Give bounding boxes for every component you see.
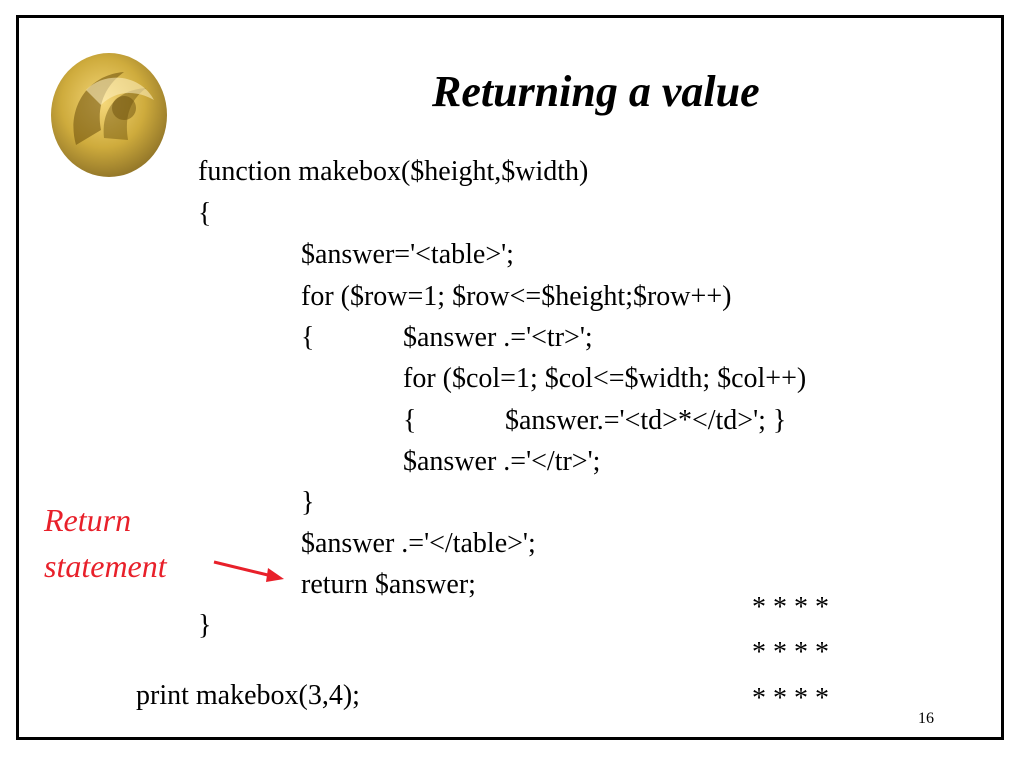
code-line: $answer.='<td>*</td>'; }	[505, 405, 787, 436]
code-line: }	[198, 610, 212, 641]
code-line: for ($col=1; $col<=$width; $col++)	[403, 363, 807, 394]
callout-text: Return	[44, 502, 132, 538]
red-arrow-right-icon	[213, 560, 284, 582]
code-line: {	[403, 405, 417, 436]
code-line: $answer .='</table>';	[301, 528, 536, 559]
code-call-line: print makebox(3,4);	[136, 680, 360, 711]
slide-title: Returning a value	[432, 67, 760, 116]
slide-frame	[16, 15, 1004, 740]
code-line: {	[198, 198, 212, 229]
output-row: * * * *	[752, 592, 829, 623]
code-line: for ($row=1; $row<=$height;$row++)	[301, 281, 732, 312]
output-row: * * * *	[752, 683, 829, 714]
code-line: return $answer;	[301, 569, 476, 600]
code-line: $answer .='<tr>';	[403, 322, 593, 353]
code-line: }	[301, 487, 315, 518]
code-line: $answer='<table>';	[301, 239, 514, 270]
code-line: function makebox($height,$width)	[198, 156, 589, 187]
pegasus-logo-icon	[51, 53, 167, 177]
callout-text: statement	[44, 548, 167, 584]
output-row: * * * *	[752, 637, 829, 668]
page-number: 16	[918, 710, 934, 727]
code-line: $answer .='</tr>';	[403, 446, 601, 477]
code-line: {	[301, 322, 315, 353]
